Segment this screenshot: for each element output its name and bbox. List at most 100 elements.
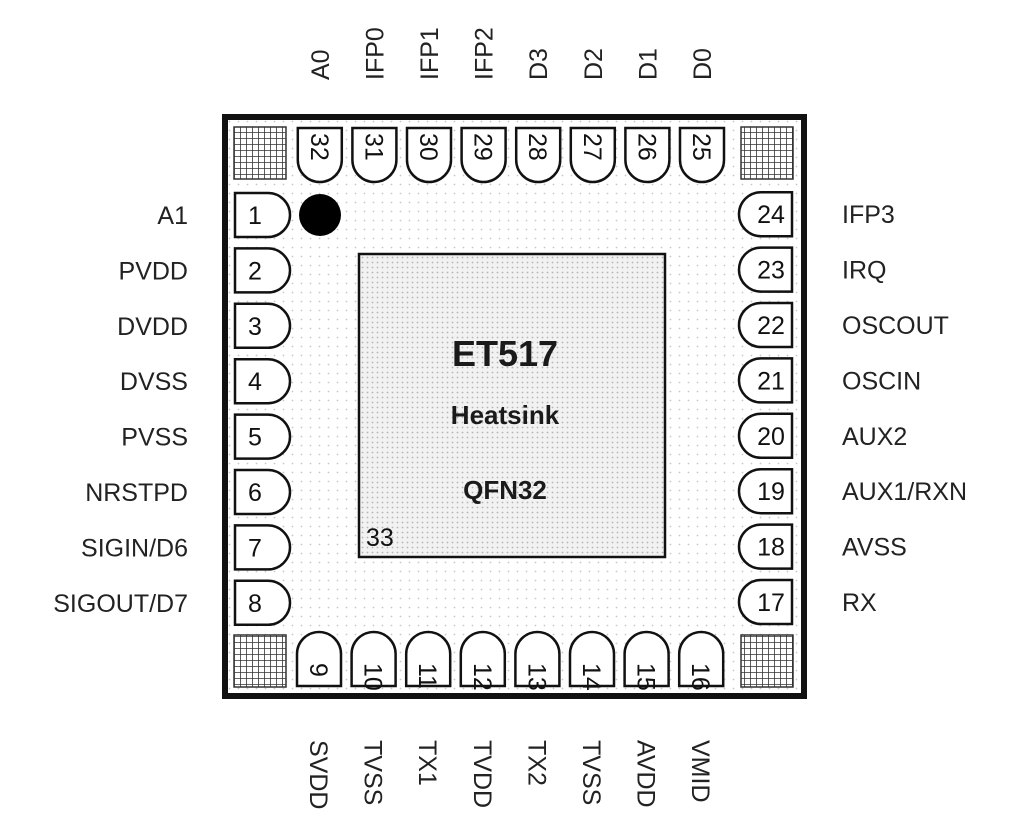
pin-number: 10 (359, 663, 387, 691)
signal-label-9: SVDD (304, 740, 332, 809)
pin-14: 14 (568, 630, 616, 691)
pin-number: 2 (248, 257, 262, 285)
signal-label-22: OSCOUT (842, 312, 949, 340)
pin-7: 7 (233, 524, 292, 571)
pin-number: 5 (248, 424, 262, 452)
signal-label-6: NRSTPD (85, 479, 188, 507)
pin-24: 24 (737, 190, 794, 238)
pin-5-pad (233, 413, 292, 460)
package-outline (222, 114, 807, 699)
signal-label-13: TX2 (522, 740, 550, 786)
signal-label-28: D3 (525, 48, 553, 80)
pin-1-pad (233, 191, 292, 239)
pin-6: 6 (233, 468, 292, 516)
pin-number: 3 (248, 313, 262, 341)
corner-pads (233, 126, 794, 688)
chip-name: ET517 (452, 333, 558, 374)
pin-number: 15 (632, 663, 660, 691)
pin-12: 12 (459, 630, 507, 691)
pin-29-pad (460, 126, 507, 184)
pin-number: 18 (757, 534, 785, 562)
signal-label-17: RX (842, 589, 877, 617)
pin-number: 19 (757, 478, 785, 506)
pin-10-pad (350, 630, 397, 688)
pin1-marker (299, 194, 341, 236)
signal-label-18: AVSS (842, 534, 907, 562)
pin-number: 14 (577, 663, 605, 691)
corner-pad-top-right (740, 126, 794, 180)
pin-32-pad (296, 126, 344, 184)
pin-number: 4 (248, 368, 262, 396)
pin-9: 9 (295, 630, 343, 688)
signal-label-15: AVDD (632, 740, 660, 808)
corner-pad-bottom-right (740, 634, 794, 688)
signal-label-11: TX1 (413, 740, 441, 786)
pin-number: 9 (304, 663, 332, 677)
pin-number: 22 (757, 312, 785, 340)
signal-label-25: D0 (689, 48, 717, 80)
pin-26: 26 (624, 126, 671, 184)
pin-21-pad (737, 357, 794, 404)
pin-31: 31 (351, 126, 398, 184)
pin-8: 8 (233, 579, 292, 627)
pin-23: 23 (737, 246, 794, 293)
pin-16: 16 (677, 630, 725, 691)
pin-17-pad (737, 578, 794, 626)
signal-labels: A1PVDDDVDDDVSSPVSSNRSTPDSIGIN/D6SIGOUT/D… (53, 27, 967, 809)
pin-19-pad (737, 467, 794, 515)
signal-label-30: IFP1 (416, 27, 444, 80)
pin-number: 23 (757, 257, 785, 285)
pin-25: 25 (678, 126, 726, 184)
pin-number: 24 (757, 201, 785, 229)
signal-label-16: VMID (686, 740, 714, 803)
pin-number: 21 (757, 367, 785, 395)
pin-5: 5 (233, 413, 292, 460)
chip-subtitle: Heatsink (451, 400, 560, 430)
pin-18-pad (737, 523, 794, 570)
signal-label-29: IFP2 (471, 27, 499, 80)
pin-4-pad (233, 357, 292, 405)
signal-label-7: SIGIN/D6 (81, 534, 188, 562)
pin-28-pad (514, 126, 562, 184)
pin-14-pad (568, 630, 616, 688)
signal-label-1: A1 (157, 202, 188, 230)
pin-1: 1 (233, 191, 292, 239)
pin-20-pad (737, 412, 794, 460)
signal-label-24: IFP3 (842, 201, 895, 229)
pin-17: 17 (737, 578, 794, 626)
pin-13: 13 (514, 630, 561, 691)
pin-number: 28 (523, 133, 551, 161)
signal-label-23: IRQ (842, 257, 886, 285)
pin-18: 18 (737, 523, 794, 570)
signal-label-19: AUX1/RXN (842, 478, 967, 506)
pin-19: 19 (737, 467, 794, 515)
pin-20: 20 (737, 412, 794, 460)
signal-label-4: DVSS (120, 368, 188, 396)
corner-pad-bottom-left (233, 634, 287, 688)
pin-7-pad (233, 524, 292, 571)
pin-number: 26 (632, 133, 660, 161)
pin-number: 27 (578, 133, 606, 161)
pin-8-pad (233, 579, 292, 627)
heatsink-area (357, 252, 667, 559)
chip-package: QFN32 (463, 475, 547, 505)
pin-number: 8 (248, 590, 262, 618)
pin-30-pad (405, 126, 453, 184)
pin-2-pad (233, 247, 292, 294)
pin-number: 25 (687, 133, 715, 161)
pin-27-pad (569, 126, 617, 184)
pin-number: 20 (757, 423, 785, 451)
pin-22-pad (737, 301, 794, 349)
signal-label-14: TVSS (577, 740, 605, 805)
pin-31-pad (351, 126, 398, 184)
pin-29: 29 (460, 126, 507, 184)
pin-2: 2 (233, 247, 292, 294)
signal-label-12: TVDD (468, 740, 496, 808)
pin-9-pad (295, 630, 343, 688)
heatsink-pin-number: 33 (366, 524, 394, 552)
signal-label-10: TVSS (359, 740, 387, 805)
pin-15-pad (623, 630, 670, 688)
pin-3: 3 (233, 302, 292, 350)
